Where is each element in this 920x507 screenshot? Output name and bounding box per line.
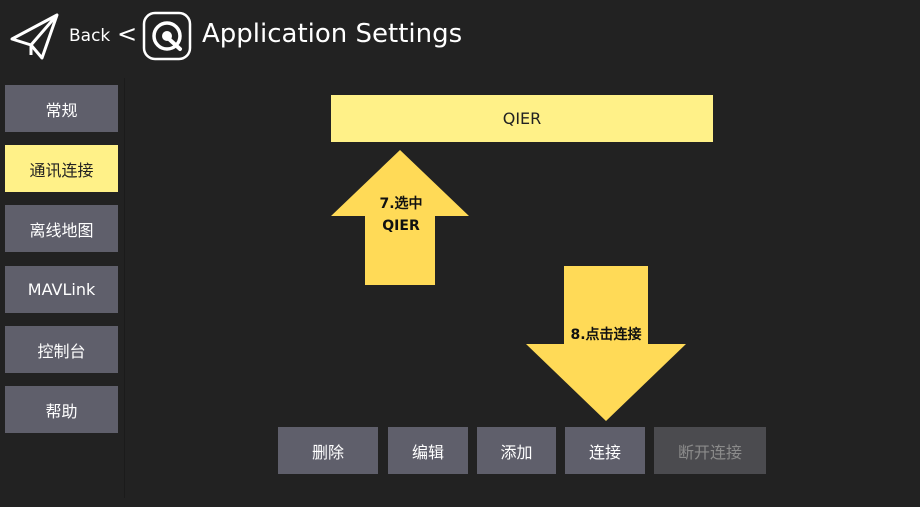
header-bar: Back < Application Settings — [0, 0, 920, 75]
sidebar-item-offline-maps[interactable]: 离线地图 — [5, 205, 118, 252]
sidebar-item-comm-links[interactable]: 通讯连接 — [5, 145, 118, 192]
sidebar-item-mavlink[interactable]: MAVLink — [5, 266, 118, 313]
sidebar-item-help[interactable]: 帮助 — [5, 386, 118, 433]
app-logo-icon — [142, 11, 192, 61]
select-step-annotation: 7.选中 QIER — [355, 193, 447, 237]
connection-item-qier[interactable]: QIER — [331, 95, 713, 142]
sidebar-item-console[interactable]: 控制台 — [5, 326, 118, 373]
chevron-left-icon: < — [117, 20, 138, 48]
connect-step-annotation: 8.点击连接 — [570, 327, 642, 343]
select-step-line2: QIER — [382, 218, 420, 234]
delete-button[interactable]: 删除 — [278, 427, 378, 474]
disconnect-button[interactable]: 断开连接 — [654, 427, 766, 474]
select-step-line1: 7.选中 — [379, 196, 423, 212]
paper-plane-icon[interactable] — [9, 11, 61, 63]
arrow-down-annotation — [526, 266, 686, 421]
sidebar-item-general[interactable]: 常规 — [5, 85, 118, 132]
connect-button[interactable]: 连接 — [565, 427, 645, 474]
page-title: Application Settings — [202, 19, 463, 49]
settings-sidebar: 常规 通讯连接 离线地图 MAVLink 控制台 帮助 — [0, 78, 125, 498]
arrow-up-annotation — [331, 150, 469, 285]
back-button[interactable]: Back — [69, 26, 111, 46]
add-button[interactable]: 添加 — [477, 427, 556, 474]
edit-button[interactable]: 编辑 — [388, 427, 468, 474]
